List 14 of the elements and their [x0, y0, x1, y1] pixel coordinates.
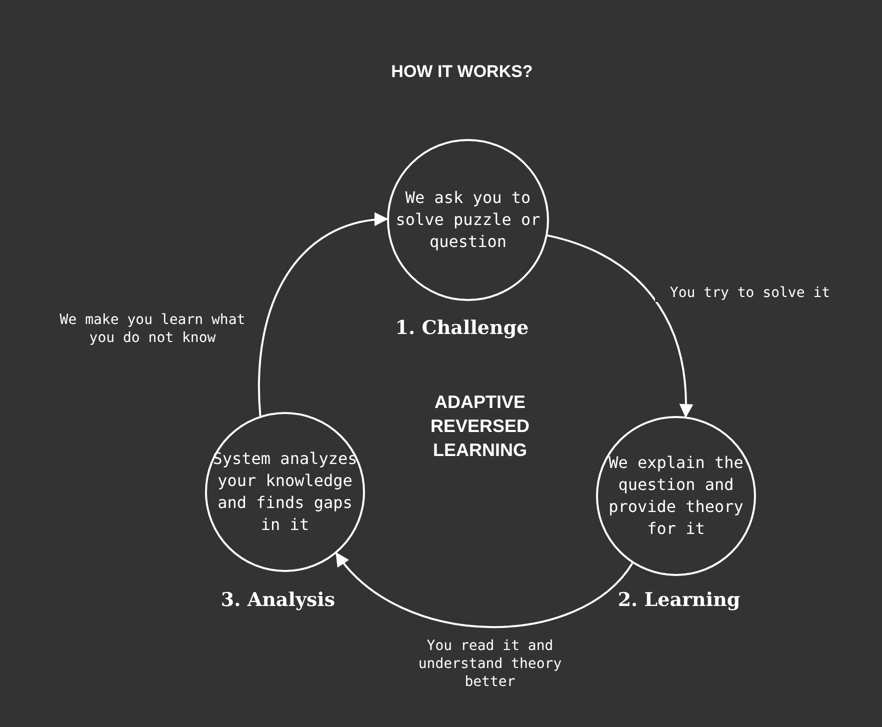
curved-arrow: [258, 213, 388, 416]
step-title: 3. Analysis: [220, 589, 336, 611]
circle-step: [387, 139, 549, 301]
center-label: ADAPTIVE REVERSED LEARNING: [429, 391, 531, 462]
step-text: We ask you to solve puzzle or question: [394, 187, 542, 253]
circle-step: [205, 412, 365, 572]
circle-step: [596, 416, 756, 576]
step-title: 1. Challenge: [394, 317, 530, 339]
step-title: 2. Learning: [616, 589, 742, 611]
curved-arrow: [336, 552, 634, 628]
step-text: System analyzes your knowledge and finds gaps in it: [212, 448, 358, 536]
title: HOW IT WORKS?: [390, 62, 534, 82]
curved-arrow: [547, 234, 693, 418]
step-text: We explain the question and provide theory for it: [608, 452, 744, 540]
